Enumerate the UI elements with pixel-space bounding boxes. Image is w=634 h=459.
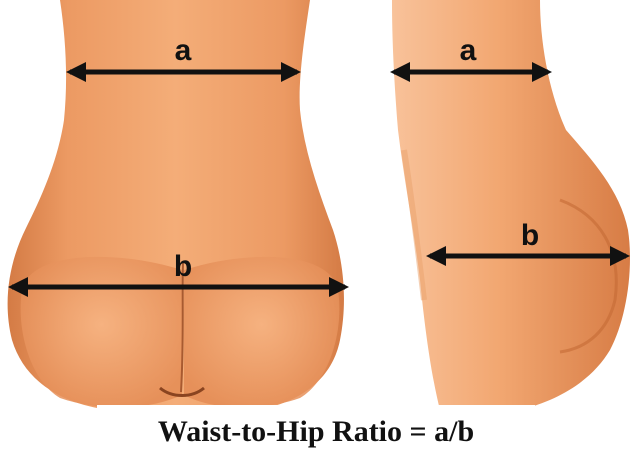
- side-view-body: [392, 0, 630, 410]
- caption-box: Waist-to-Hip Ratio = a/b: [97, 405, 535, 459]
- caption-text: Waist-to-Hip Ratio = a/b: [97, 405, 535, 459]
- back-right-buttock: [184, 257, 339, 408]
- side-torso: [392, 0, 630, 410]
- back-hip-label: b: [174, 250, 192, 283]
- side-hip-label: b: [521, 219, 539, 252]
- back-waist-label: a: [175, 34, 192, 67]
- side-waist-label: a: [460, 34, 477, 67]
